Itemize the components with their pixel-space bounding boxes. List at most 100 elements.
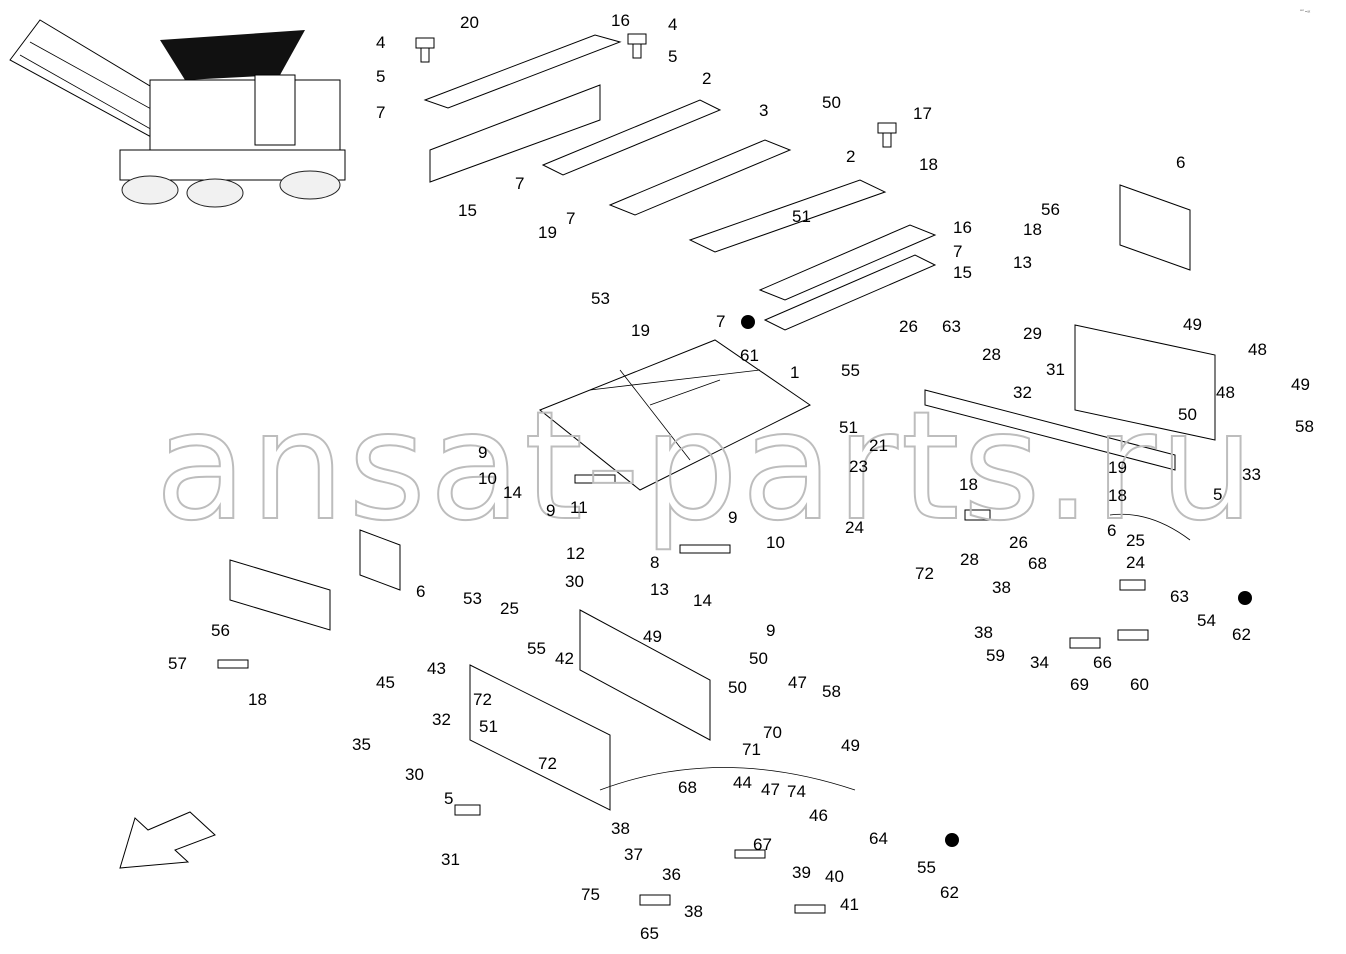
- callout-label: 45: [376, 673, 395, 692]
- callout-label: 13: [1013, 253, 1032, 272]
- callout-label: 30: [565, 572, 584, 591]
- callout-label: 59: [986, 646, 1005, 665]
- callout-label: 38: [992, 578, 1011, 597]
- callout-label: 3: [759, 101, 768, 120]
- callout-label: 38: [974, 623, 993, 642]
- callout-label: 28: [982, 345, 1001, 364]
- callout-label: 55: [841, 361, 860, 380]
- callout-label: 7: [716, 312, 725, 331]
- callout-label: 28: [960, 550, 979, 569]
- side-panel: [229, 559, 331, 631]
- callout-label: 66: [1093, 653, 1112, 672]
- callout-label: 72: [915, 564, 934, 583]
- glass-pane-icon: [469, 184, 1216, 811]
- callout-label: 16: [953, 218, 972, 237]
- callout-label: 70: [763, 723, 782, 742]
- callout-label: 29: [1023, 324, 1042, 343]
- callout-label: 15: [953, 263, 972, 282]
- callout-label: 10: [766, 533, 785, 552]
- callout-label: 18: [919, 155, 938, 174]
- callout-label: 61: [740, 346, 759, 365]
- callout-label: 6: [1176, 153, 1185, 172]
- callout-label: 21: [869, 436, 888, 455]
- callout-label: 50: [822, 93, 841, 112]
- callout-label: 54: [1197, 611, 1216, 630]
- callout-label: 68: [1028, 554, 1047, 573]
- callout-label: 9: [546, 501, 555, 520]
- callout-label: 9: [766, 621, 775, 640]
- callout-label: 55: [527, 639, 546, 658]
- callout-label: 18: [1108, 486, 1127, 505]
- callout-label: 56: [1041, 200, 1060, 219]
- callout-label: 62: [940, 883, 959, 902]
- callout-label: 18: [248, 690, 267, 709]
- callout-label: 14: [693, 591, 712, 610]
- callout-label: 4: [376, 33, 385, 52]
- callout-label: 47: [761, 780, 780, 799]
- callout-label: 26: [899, 317, 918, 336]
- callout-label: 40: [825, 867, 844, 886]
- callout-labels: 20 16 4 4 5 5 2 7 3 50 17 2 18 6 7 15 51…: [168, 11, 1314, 943]
- callout-label: 35: [352, 735, 371, 754]
- callout-label: 50: [749, 649, 768, 668]
- callout-label: 19: [538, 223, 557, 242]
- callout-label: 19: [1108, 458, 1127, 477]
- roof-panel-icon: [423, 34, 937, 331]
- callout-label: 2: [702, 69, 711, 88]
- callout-label: 74: [787, 782, 806, 801]
- callout-label: 2: [846, 147, 855, 166]
- callout-label: 7: [566, 209, 575, 228]
- callout-label: 53: [463, 589, 482, 608]
- callout-label: 58: [1295, 417, 1314, 436]
- callout-label: 62: [1232, 625, 1251, 644]
- callout-label: 72: [473, 690, 492, 709]
- callout-label: 63: [1170, 587, 1189, 606]
- callout-label: 17: [913, 104, 932, 123]
- callout-label: 69: [1070, 675, 1089, 694]
- callout-label: 32: [1013, 383, 1032, 402]
- callout-label: 5: [444, 789, 453, 808]
- callout-label: 51: [792, 207, 811, 226]
- callout-label: 7: [515, 174, 524, 193]
- callout-label: 49: [1183, 315, 1202, 334]
- watermark-text: ansat-parts.ru: [155, 380, 1257, 554]
- callout-label: 5: [1213, 485, 1222, 504]
- callout-label: 38: [684, 902, 703, 921]
- callout-label: 25: [1126, 531, 1145, 550]
- callout-label: 46: [809, 806, 828, 825]
- machine-overview-icon: [9, 19, 346, 208]
- callout-label: 31: [441, 850, 460, 869]
- callout-label: 15: [458, 201, 477, 220]
- callout-label: 64: [869, 829, 888, 848]
- callout-label: 47: [788, 673, 807, 692]
- callout-label: 24: [1126, 553, 1145, 572]
- callout-label: 20: [460, 13, 479, 32]
- callout-label: 32: [432, 710, 451, 729]
- callout-label: 60: [1130, 675, 1149, 694]
- callout-label: 39: [792, 863, 811, 882]
- callout-label: 7: [953, 242, 962, 261]
- callout-label: 58: [822, 682, 841, 701]
- callout-label: 30: [405, 765, 424, 784]
- callout-label: 26: [1009, 533, 1028, 552]
- bolt-icon: [217, 33, 1149, 914]
- knob-icon: [741, 315, 755, 329]
- callout-label: 8: [650, 553, 659, 572]
- callout-label: 9: [728, 508, 737, 527]
- callout-label: 38: [611, 819, 630, 838]
- callout-label: 24: [845, 518, 864, 537]
- callout-label: 16: [611, 11, 630, 30]
- callout-label: 23: [849, 457, 868, 476]
- callout-label: 31: [1046, 360, 1065, 379]
- callout-label: 43: [427, 659, 446, 678]
- callout-label: 67: [753, 835, 772, 854]
- callout-label: 7: [376, 103, 385, 122]
- callout-label: 33: [1242, 465, 1261, 484]
- callout-label: 49: [841, 736, 860, 755]
- callout-label: 55: [917, 858, 936, 877]
- callout-label: 11: [570, 498, 588, 517]
- callout-label: 48: [1216, 383, 1235, 402]
- callout-label: 49: [1291, 375, 1310, 394]
- callout-label: 49: [643, 627, 662, 646]
